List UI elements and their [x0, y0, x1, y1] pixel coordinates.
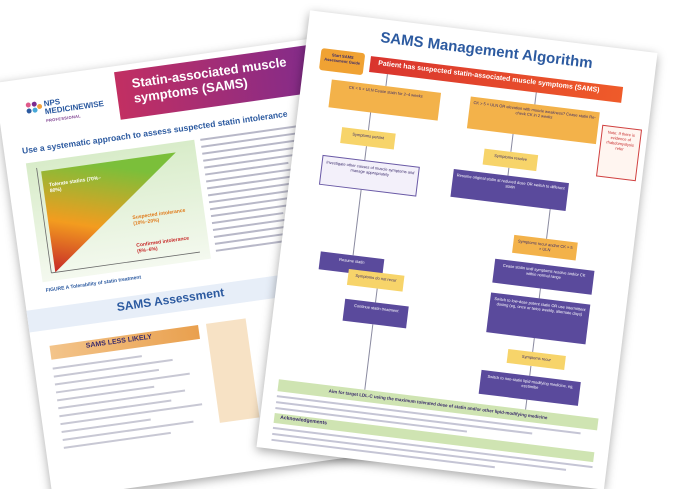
symptoms-persist-box: Symptoms persist [340, 127, 396, 150]
symptoms-persist-text: Symptoms persist [352, 131, 385, 141]
connector [510, 133, 514, 152]
start-box: Start SAMS Assessment Guide [318, 47, 366, 76]
connector [352, 187, 362, 256]
switch-text: Switch to low-dose potent statin OR use … [494, 295, 586, 317]
ck-low-text: CK < 5 × ULN Cease statin for 2–4 weeks [348, 84, 423, 99]
column-heading: SAMS LESS LIKELY [85, 333, 153, 350]
ck-recur-text: Symptoms recur and/or CK > 5 × ULN [517, 238, 573, 253]
connector [546, 208, 551, 239]
column-right [205, 318, 260, 423]
investigate-box: Investigate other causes of muscle sympt… [318, 154, 420, 197]
resume-text: Resume original statin at reduced dose O… [456, 172, 565, 191]
connector [364, 324, 374, 390]
symptoms-recur-box: Symptoms recur [506, 348, 566, 370]
ck-low-box: CK < 5 × ULN Cease statin for 2–4 weeks [328, 79, 442, 121]
continue-text: Continue statin treatment [353, 302, 399, 314]
connector [534, 92, 537, 105]
column-text-lines [52, 347, 214, 455]
ck-high-text: CK > 5 × ULN OR elevation with muscle we… [473, 99, 597, 120]
cease-text: Cease statin until symptoms resolve and/… [502, 262, 586, 280]
resume-statin-text: Resume statin [338, 256, 365, 265]
sams-management-algorithm: SAMS Management Algorithm Start SAMS Ass… [256, 10, 658, 489]
symptoms-resolve-box: Symptoms resolve [482, 148, 539, 172]
symptoms-recur-text: Symptoms recur [521, 353, 552, 363]
rhabdo-note-text: Note: If there is evidence of rhabdomyol… [606, 129, 636, 152]
non-statin-box: Switch to non-statin lipid-modifying med… [478, 369, 581, 406]
connector [532, 338, 535, 353]
non-statin-text: Switch to non-statin lipid-modifying med… [487, 373, 574, 390]
connector [375, 288, 378, 303]
resume-box: Resume original statin at reduced dose O… [450, 169, 569, 211]
connector [385, 74, 388, 87]
continue-box: Continue statin treatment [342, 298, 409, 329]
rhabdo-note-box: Note: If there is evidence of rhabdomyol… [596, 124, 643, 182]
statin-sams-factsheet: NPS MEDICINEWISE PROFESSIONAL Statin-ass… [0, 37, 380, 489]
logo-dots-icon [25, 101, 43, 119]
switch-box: Switch to low-dose potent statin OR use … [486, 292, 591, 345]
no-recur-box: Symptoms do not recur [346, 268, 405, 292]
connector [367, 112, 372, 131]
connector [364, 146, 367, 161]
ck-high-box: CK > 5 × ULN OR elevation with muscle we… [466, 96, 600, 145]
connector [525, 399, 528, 410]
start-label: Start SAMS Assessment Guide [323, 52, 361, 66]
ck-recur-box: Symptoms recur and/or CK > 5 × ULN [512, 234, 578, 261]
connector [529, 365, 532, 376]
nps-medicinewise-logo: NPS MEDICINEWISE PROFESSIONAL [25, 91, 104, 134]
connector [507, 167, 510, 176]
tolerability-triangle [36, 152, 200, 274]
no-recur-text: Symptoms do not recur [355, 272, 397, 283]
investigate-text: Investigate other causes of muscle sympt… [326, 159, 415, 178]
cease-box: Cease statin until symptoms resolve and/… [492, 258, 595, 295]
connector [538, 288, 541, 299]
symptoms-resolve-text: Symptoms resolve [494, 152, 528, 162]
